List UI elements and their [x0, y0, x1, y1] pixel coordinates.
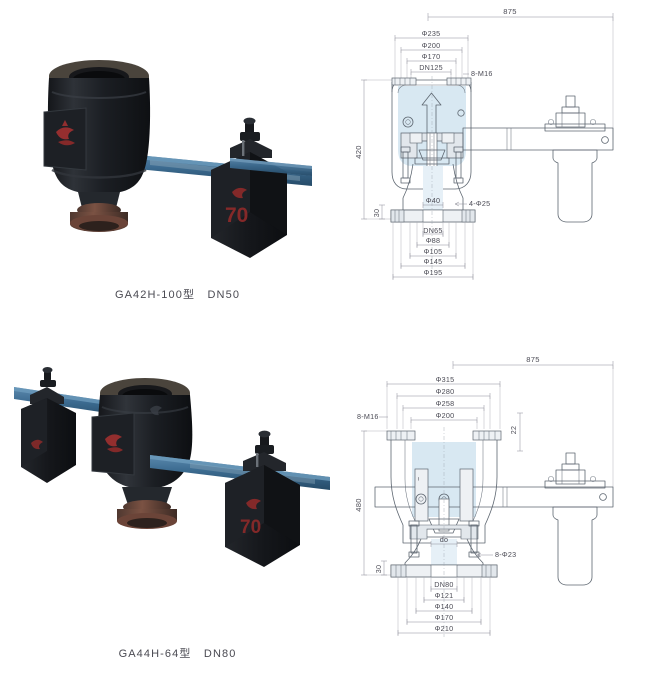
brand-logo — [56, 120, 75, 146]
valve-cross-section — [390, 76, 614, 272]
counterweight-section — [544, 95, 606, 223]
dim-overall-length: 875 — [427, 7, 614, 140]
section-drawing-ga42h: 875 Φ235 Φ200 Φ170 DN125 — [355, 0, 650, 347]
lever-arm-section-2 — [374, 486, 614, 508]
counterweight-markings-2: 70 — [240, 498, 261, 538]
dim-seat-bore: Φ40 — [422, 196, 444, 208]
dim-label-235: Φ235 — [422, 29, 441, 38]
valve-cross-section-2: ~ — [374, 427, 614, 637]
dim-label-22: 22 — [509, 426, 518, 435]
stud-bolts-2 — [408, 520, 480, 558]
svg-text:~: ~ — [414, 477, 423, 481]
dim-label-8x23: 8-Φ23 — [495, 550, 516, 559]
dim-overall-height-2: 480 — [355, 430, 391, 576]
dim-label-315: Φ315 — [436, 375, 455, 384]
dim-label-40: Φ40 — [426, 196, 440, 205]
dim-label-170: Φ170 — [422, 52, 441, 61]
dim-label-8m16: 8-M16 — [471, 69, 493, 78]
dim-label-88: Φ88 — [426, 236, 440, 245]
lever-arm-section — [462, 127, 614, 151]
section-drawing-ga44h: 875 Φ315 Φ280 Φ258 Φ200 — [355, 347, 650, 694]
dim-label-875-bottom: 875 — [526, 355, 539, 364]
dim-label-200: Φ200 — [422, 41, 441, 50]
product-photo-ga42h: 70 — [0, 0, 355, 300]
dim-overall-height: 420 — [355, 79, 393, 220]
svg-text:70: 70 — [225, 204, 248, 227]
counterweight-right: 70 — [225, 430, 300, 567]
caption-ga44h: GA44H-64型 DN80 — [118, 648, 237, 660]
valve-body-2 — [91, 378, 193, 529]
counterweight-section-2 — [544, 452, 606, 586]
svg-text:70: 70 — [240, 517, 261, 538]
dim-label-140: Φ140 — [435, 602, 454, 611]
dim-label-105: Φ105 — [424, 247, 443, 256]
dim-label-258: Φ258 — [436, 399, 455, 408]
valve-body — [43, 60, 151, 232]
dim-stack-bottom: DN65 Φ88 Φ105 Φ145 Φ195 — [392, 222, 474, 280]
callout-4-25: 4-Φ25 — [454, 199, 490, 208]
counterweight-markings: 70 — [225, 187, 248, 227]
dim-label-do: do — [440, 535, 449, 544]
dim-stack-bottom-2: DN80 Φ121 Φ140 Φ170 Φ210 — [397, 577, 491, 636]
dim-label-121: Φ121 — [435, 591, 454, 600]
dim-label-195: Φ195 — [424, 268, 443, 277]
dim-overall-length-2: 875 — [452, 355, 614, 487]
dim-label-dn80: DN80 — [434, 580, 453, 589]
dim-label-420: 420 — [355, 145, 363, 158]
product-photo-ga44h: 70 — [0, 347, 355, 647]
stud-bolts — [400, 146, 464, 184]
dim-label-170b: Φ170 — [435, 613, 454, 622]
dim-label-30b: 30 — [374, 565, 383, 574]
dim-flange-thickness: 30 — [372, 204, 385, 220]
dim-seat-bore-2: do — [430, 535, 458, 547]
dim-label-145: Φ145 — [424, 257, 443, 266]
dim-label-8m16b: 8-M16 — [357, 412, 379, 421]
callout-8-m16-2: 8-M16 — [357, 412, 388, 421]
brand-logo-2 — [105, 434, 123, 453]
dim-label-30: 30 — [372, 209, 381, 218]
dim-label-200b: Φ200 — [436, 411, 455, 420]
dim-flange-thickness-2: 30 — [374, 560, 387, 576]
dim-neck-height: 22 — [509, 412, 523, 452]
product-row-ga42h: 70 GA42H-100型 DN50 875 — [0, 0, 650, 347]
product-row-ga44h: 70 GA44H-64型 DN80 875 — [0, 347, 650, 694]
counterweight-assembly: 70 — [211, 117, 287, 258]
callout-8-23: 8-Φ23 — [476, 550, 516, 559]
flow-arrow — [421, 92, 442, 134]
dim-label-480: 480 — [355, 498, 363, 511]
counterweight-left — [21, 367, 76, 483]
caption-ga42h: GA42H-100型 DN50 — [114, 289, 241, 301]
dim-label-210: Φ210 — [435, 624, 454, 633]
dim-label-875-top: 875 — [503, 7, 516, 16]
dim-stack-top: Φ235 Φ200 Φ170 DN125 — [394, 29, 469, 80]
dim-label-280: Φ280 — [436, 387, 455, 396]
dim-label-4x25: 4-Φ25 — [469, 199, 490, 208]
dim-label-dn125: DN125 — [419, 63, 443, 72]
dim-stack-top-2: Φ315 Φ280 Φ258 Φ200 — [386, 375, 501, 429]
callout-8-m16: 8-M16 — [463, 69, 493, 78]
dim-label-dn65: DN65 — [423, 226, 442, 235]
